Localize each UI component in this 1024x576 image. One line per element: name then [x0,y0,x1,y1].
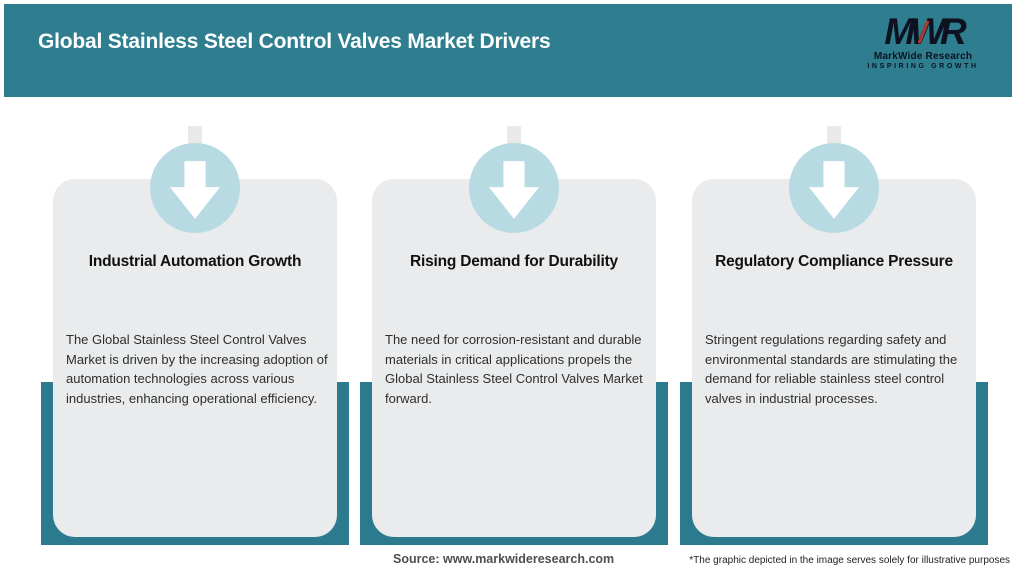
arrow-tail-notch [188,126,202,148]
logo-monogram: MWR [884,10,966,54]
card-panel [692,179,976,537]
driver-card-industrial-automation: Industrial Automation Growth The Global … [41,0,349,576]
header-banner: Global Stainless Steel Control Valves Ma… [4,4,1012,97]
logo-company-name: MarkWide Research [873,51,973,62]
illustrative-disclaimer: *The graphic depicted in the image serve… [689,555,1010,566]
logo-tagline: INSPIRING GROWTH [867,63,979,70]
arrow-circle-badge [469,143,559,233]
markwide-logo: MWR MarkWide Research INSPIRING GROWTH [858,10,988,70]
arrow-tail-notch [827,126,841,148]
arrow-tail-notch [507,126,521,148]
card-title: Regulatory Compliance Pressure [715,253,953,270]
card-title: Rising Demand for Durability [410,253,618,270]
down-arrow-icon [170,161,220,219]
card-description: The need for corrosion-resistant and dur… [385,332,643,406]
driver-card-regulatory-compliance: Regulatory Compliance Pressure Stringent… [680,0,988,576]
card-panel [53,179,337,537]
arrow-circle-badge [150,143,240,233]
arrow-circle-badge [789,143,879,233]
page-title: Global Stainless Steel Control Valves Ma… [38,30,551,53]
card-panel [372,179,656,537]
logo-monogram-text: MWR [884,11,966,52]
down-arrow-icon [809,161,859,219]
card-description: Stringent regulations regarding safety a… [705,332,958,406]
card-title: Industrial Automation Growth [88,253,302,270]
driver-card-durability-demand: Rising Demand for Durability The need fo… [360,0,668,576]
down-arrow-icon [489,161,539,219]
source-attribution: Source: www.markwideresearch.com [393,552,615,566]
card-description: The Global Stainless Steel Control Valve… [66,332,328,406]
